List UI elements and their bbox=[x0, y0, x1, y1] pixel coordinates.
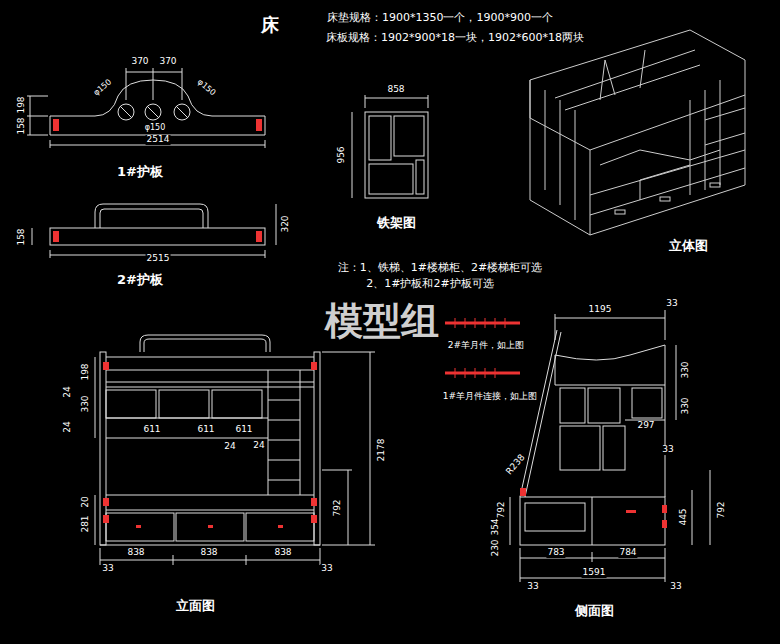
dimension-label: 858 bbox=[386, 85, 405, 95]
dimension-label: 1591 bbox=[582, 568, 607, 578]
dimension-label: 784 bbox=[618, 548, 637, 558]
view-caption: 铁架图 bbox=[376, 216, 417, 230]
watermark: 模型组 bbox=[324, 301, 440, 343]
dimension-label: 611 bbox=[142, 425, 161, 435]
dimension-label: 24 bbox=[63, 385, 73, 398]
dimension-label: 33 bbox=[661, 445, 674, 455]
dimension-label: 354 bbox=[491, 517, 501, 536]
dimension-label: 611 bbox=[196, 425, 215, 435]
dimension-label: φ150 bbox=[92, 77, 115, 98]
dimension-label: 2515 bbox=[146, 254, 171, 264]
dimension-label: 158 bbox=[17, 116, 27, 135]
dimension-label: 2#羊月件，如上图 bbox=[447, 341, 525, 351]
view-caption: 1#护板 bbox=[116, 165, 164, 179]
dimension-label: 445 bbox=[679, 507, 689, 526]
dimension-label: 2178 bbox=[377, 438, 387, 463]
dimension-label: 792 bbox=[333, 498, 343, 517]
dimension-label: 320 bbox=[281, 214, 291, 233]
dimension-label: 33 bbox=[669, 582, 682, 592]
dimension-label: 792 bbox=[717, 500, 727, 519]
dimension-label: 297 bbox=[636, 421, 655, 431]
dimension-label: 838 bbox=[273, 548, 292, 558]
view-caption: 立面图 bbox=[175, 599, 216, 613]
dimension-label: 床板规格：1902*900*18一块，1902*600*18两块 bbox=[325, 32, 585, 44]
dimension-label: 33 bbox=[665, 299, 678, 309]
dimension-label: 330 bbox=[81, 394, 91, 413]
dimension-label: 24 bbox=[252, 441, 265, 451]
dimension-label: 24 bbox=[63, 420, 73, 433]
dimension-label: 158 bbox=[17, 227, 27, 246]
dimension-label: 838 bbox=[199, 548, 218, 558]
dimension-label: 床垫规格：1900*1350一个，1900*900一个 bbox=[326, 12, 554, 24]
dimension-label: φ150 bbox=[144, 124, 167, 133]
dimension-label: 2、1#护板和2#护板可选 bbox=[365, 278, 494, 290]
dimension-label: 330 bbox=[681, 396, 691, 415]
view-caption: 2#护板 bbox=[116, 273, 164, 287]
dimension-label: 33 bbox=[101, 564, 114, 574]
dimension-label: 2514 bbox=[146, 135, 171, 145]
dimension-label: 1195 bbox=[588, 305, 613, 315]
dimension-label: 611 bbox=[234, 425, 253, 435]
dimension-label: φ150 bbox=[195, 77, 218, 98]
dimension-label: 370 bbox=[158, 57, 177, 67]
view-caption: 侧面图 bbox=[574, 604, 615, 618]
dimension-label: 1#羊月件连接，如上图 bbox=[442, 392, 538, 402]
dimension-label: 33 bbox=[526, 582, 539, 592]
dimension-label: 24 bbox=[223, 442, 236, 452]
dimension-label: 33 bbox=[320, 564, 333, 574]
dimension-label: 281 bbox=[81, 514, 91, 533]
dimension-label: 370 bbox=[130, 57, 149, 67]
dimension-label: 783 bbox=[546, 548, 565, 558]
dimension-label: R238 bbox=[504, 452, 528, 478]
view-caption: 立体图 bbox=[668, 239, 709, 253]
dimension-label: 838 bbox=[126, 548, 145, 558]
dimension-label: 20 bbox=[81, 495, 91, 508]
drawing-title: 床 bbox=[260, 15, 280, 35]
dimension-label: 注：1、铁梯、1#楼梯柜、2#楼梯柜可选 bbox=[337, 262, 543, 274]
dimension-label: 330 bbox=[681, 360, 691, 379]
dimension-label: 956 bbox=[337, 145, 347, 164]
dimension-label: 198 bbox=[81, 362, 91, 381]
dimension-label: 198 bbox=[17, 95, 27, 114]
dimension-label: 230 bbox=[491, 538, 501, 557]
